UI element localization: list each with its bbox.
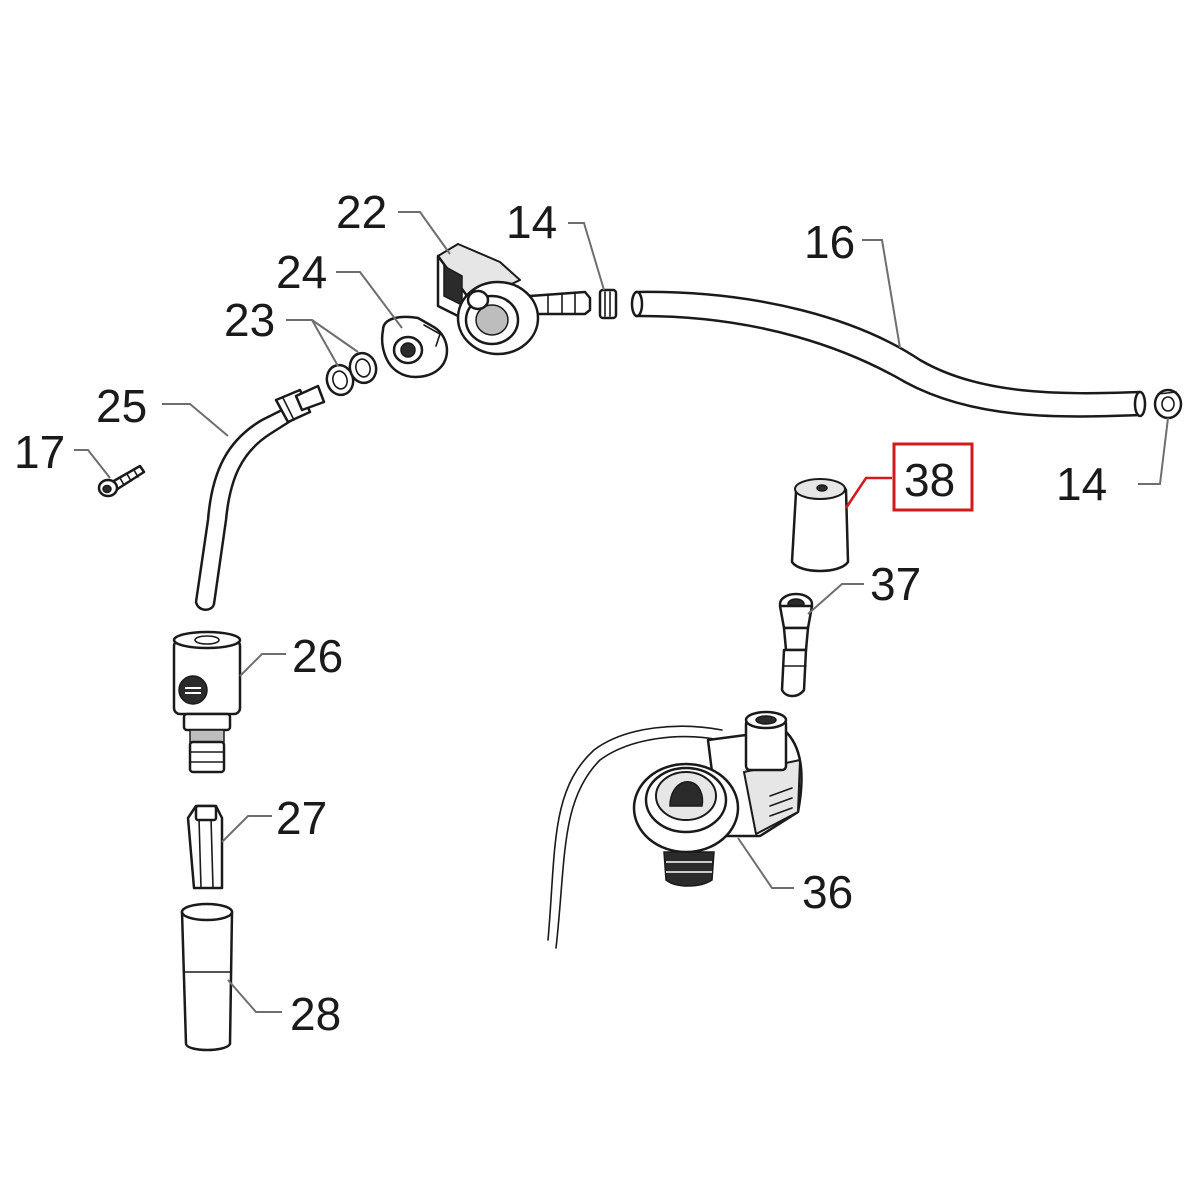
leader-22 [398,211,451,255]
label-27: 27 [276,792,327,844]
label-16: 16 [804,216,855,268]
leader-24 [336,271,403,329]
part-37-nozzle[interactable] [778,592,814,698]
leader-26 [239,653,286,677]
label-22: 22 [336,186,387,238]
leader-14-right [1138,417,1169,485]
part-17-screw[interactable] [97,464,146,498]
label-17: 17 [14,426,65,478]
label-14-right: 14 [1056,458,1107,510]
leader-14-top [568,222,605,291]
label-36: 36 [802,866,853,918]
leader-lines [74,211,1169,1013]
label-26: 26 [292,630,343,682]
part-14-clamp-right[interactable] [1153,388,1183,420]
leader-38 [844,476,892,509]
part-27-sleeve[interactable] [186,804,224,890]
part-23-o-rings[interactable] [324,350,380,398]
part-25-steam-tube[interactable] [194,384,326,611]
part-labels: 22 14 16 24 23 25 17 38 14 37 26 27 36 2… [14,186,1107,1040]
label-24: 24 [276,246,327,298]
leader-23b [311,319,359,353]
part-36-wand-base[interactable] [547,710,803,949]
leader-16 [862,239,901,349]
label-38: 38 [904,454,955,506]
leader-28 [227,979,282,1013]
highlight-box-38 [892,442,974,512]
label-28: 28 [290,988,341,1040]
label-37: 37 [870,558,921,610]
label-14-top: 14 [506,196,557,248]
part-22-bracket[interactable] [436,243,592,356]
leader-23a [286,319,339,367]
part-16-hose[interactable] [630,290,1147,418]
leader-37 [807,583,864,615]
leader-17 [74,449,111,479]
leader-36 [737,837,794,889]
part-38-cap[interactable] [790,478,850,573]
part-26-valve-body[interactable] [172,630,242,774]
label-25: 25 [96,380,147,432]
part-24-washer[interactable] [381,315,449,379]
leader-27 [221,815,272,843]
part-14-clamp-top[interactable] [598,288,618,320]
label-23: 23 [224,294,275,346]
leader-25 [162,403,229,437]
part-28-tube-sleeve[interactable] [180,902,234,1052]
